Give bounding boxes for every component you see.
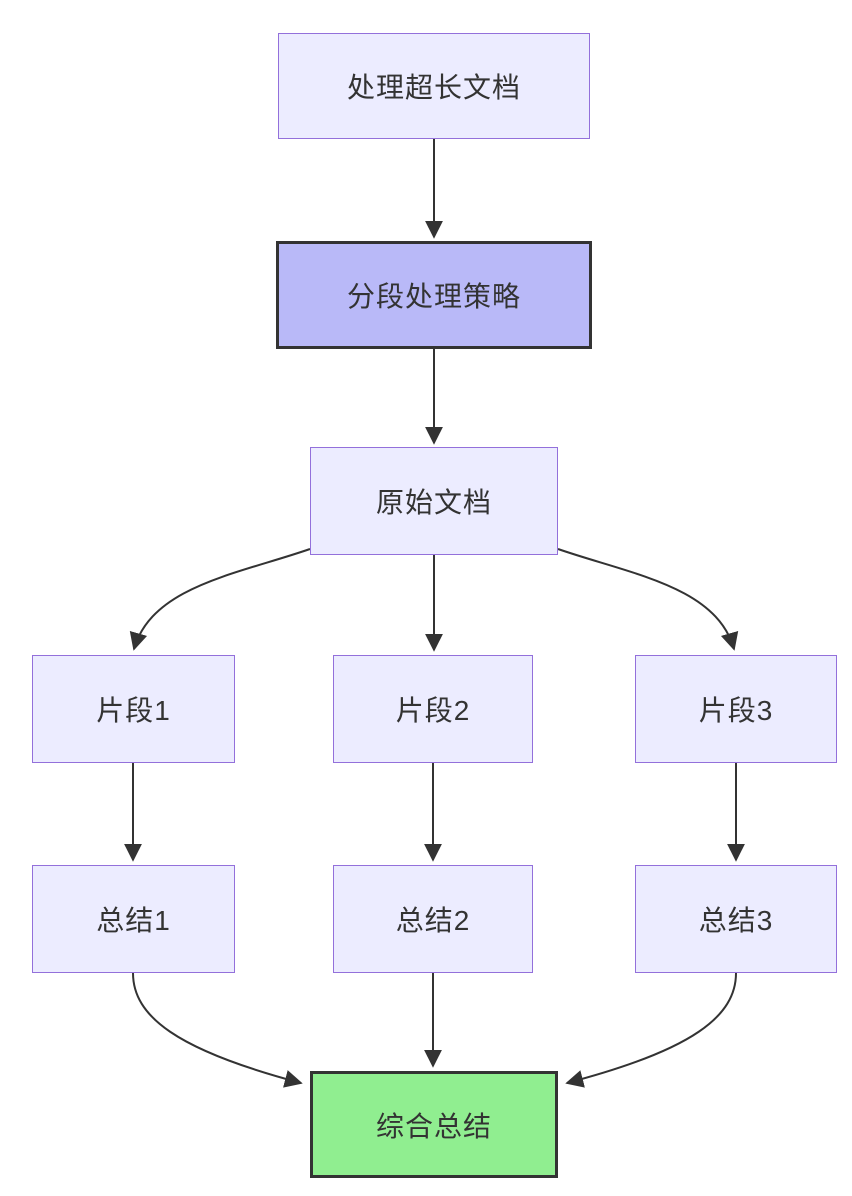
node-final-summary: 综合总结 (310, 1071, 558, 1178)
node-summary-1: 总结1 (32, 865, 235, 973)
edge-sum1-to-final (132, 972, 303, 1088)
node-summary-2: 总结2 (333, 865, 533, 973)
edge-original-to-chunk1 (129, 548, 311, 651)
node-chunk-2: 片段2 (333, 655, 533, 763)
edge-original-to-chunk3 (557, 548, 739, 651)
node-summary-3: 总结3 (635, 865, 837, 973)
node-chunk-3: 片段3 (635, 655, 837, 763)
node-segment-strategy: 分段处理策略 (276, 241, 592, 349)
node-original-document: 原始文档 (310, 447, 558, 555)
node-process-long-doc: 处理超长文档 (278, 33, 590, 139)
edge-sum3-to-final (565, 972, 737, 1088)
node-chunk-1: 片段1 (32, 655, 235, 763)
